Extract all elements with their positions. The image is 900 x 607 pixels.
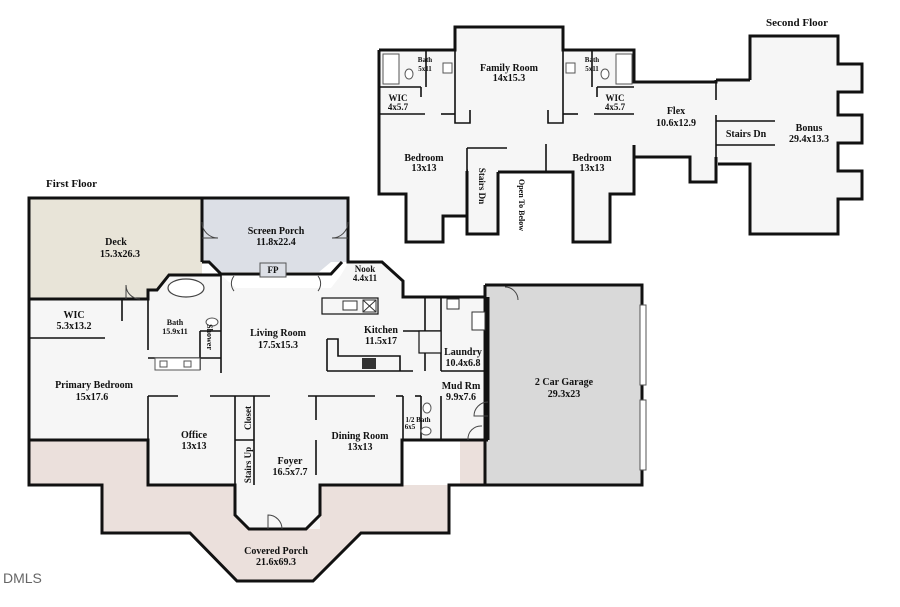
room-office-dims: 13x13 — [182, 441, 207, 452]
toilet-icon — [420, 426, 432, 436]
room-bonus-name: Bonus — [796, 123, 823, 134]
room-primary-bath-dims: 15.9x11 — [162, 327, 188, 336]
room-bath-left-dims: 5x11 — [418, 65, 432, 73]
bathtub-icon — [382, 53, 400, 85]
sink-icon — [159, 360, 168, 368]
open-to-below-label: Open To Below — [517, 179, 526, 231]
room-half-bath-name: 1/2 Bath — [405, 416, 430, 424]
door-icon[interactable] — [504, 286, 519, 301]
room-bedroom-right-name: Bedroom — [572, 153, 612, 164]
room-bath-left-name: Bath — [418, 56, 433, 64]
room-deck-dims: 15.3x26.3 — [100, 249, 140, 260]
second-floor-title: Second Floor — [766, 17, 828, 29]
fireplace-icon — [259, 262, 287, 278]
room-mud-room-dims: 9.9x7.6 — [446, 392, 476, 403]
room-nook-name: Nook — [355, 264, 376, 274]
room-screen-porch-name: Screen Porch — [248, 226, 305, 237]
screen-porch-area — [202, 198, 348, 272]
room-bath-right-dims: 5x11 — [585, 65, 599, 73]
room-flex-name: Flex — [667, 106, 685, 117]
room-screen-porch-dims: 11.8x22.4 — [256, 237, 295, 248]
room-garage-dims: 29.3x23 — [548, 389, 581, 400]
room-deck-name: Deck — [105, 237, 127, 248]
room-foyer-name: Foyer — [278, 456, 304, 467]
garage-area — [485, 285, 642, 485]
room-dining-room-dims: 13x13 — [348, 442, 373, 453]
room-covered-porch-name: Covered Porch — [244, 546, 308, 557]
sink-icon — [565, 62, 576, 74]
room-bonus-dims: 29.4x13.3 — [789, 134, 829, 145]
room-primary-bedroom-dims: 15x17.6 — [76, 392, 109, 403]
door-icon[interactable] — [331, 221, 349, 239]
washer-icon — [471, 311, 486, 331]
room-dining-room-name: Dining Room — [332, 431, 390, 442]
room-bedroom-right-dims: 13x13 — [580, 163, 605, 174]
door-icon[interactable] — [230, 275, 235, 292]
room-family-room-dims: 14x15.3 — [493, 73, 526, 84]
room-garage-name: 2 Car Garage — [535, 377, 594, 388]
room-bedroom-left-name: Bedroom — [404, 153, 444, 164]
first-floor-title: First Floor — [46, 178, 97, 190]
sink-icon — [442, 62, 453, 74]
door-icon[interactable] — [125, 284, 141, 300]
room-wic-left-dims: 4x5.7 — [388, 102, 409, 112]
garage-door-icon[interactable] — [639, 399, 647, 471]
room-foyer-dims: 16.5x7.7 — [273, 467, 308, 478]
bathtub-icon — [615, 53, 633, 85]
room-wic-name: WIC — [63, 310, 84, 321]
second-floor: Second Floor Family Room 14x15.3 Bath 5x… — [377, 17, 864, 244]
door-icon[interactable] — [473, 401, 489, 417]
room-covered-porch-dims: 21.6x69.3 — [256, 557, 296, 568]
room-primary-bath-name: Bath — [167, 318, 184, 327]
watermark-logo: DMLS — [3, 570, 42, 586]
door-icon[interactable] — [201, 221, 219, 239]
room-laundry-name: Laundry — [444, 347, 482, 358]
toilet-icon — [404, 68, 414, 80]
garage-door-icon[interactable] — [639, 304, 647, 386]
laundry-sink-icon — [446, 298, 460, 310]
door-icon[interactable] — [317, 275, 322, 292]
room-wic-dims: 5.3x13.2 — [57, 321, 92, 332]
stairs-down-right-label: Stairs Dn — [726, 129, 767, 140]
room-office-name: Office — [181, 430, 208, 441]
room-kitchen-name: Kitchen — [364, 325, 398, 336]
shower-label: Shower — [205, 324, 214, 350]
toilet-icon — [600, 68, 610, 80]
room-primary-bedroom-name: Primary Bedroom — [55, 380, 134, 391]
toilet-icon — [205, 317, 219, 327]
sink-icon — [342, 300, 358, 311]
room-nook-dims: 4.4x11 — [353, 273, 378, 283]
sink-icon — [422, 402, 432, 414]
fireplace-label: FP — [268, 265, 279, 275]
cooktop-icon — [362, 358, 376, 369]
room-living-room-name: Living Room — [250, 328, 307, 339]
room-mud-room-name: Mud Rm — [442, 381, 481, 392]
room-wic-right-name: WIC — [605, 93, 624, 103]
bathtub-icon — [167, 278, 205, 298]
room-family-room-name: Family Room — [480, 63, 539, 74]
room-flex-dims: 10.6x12.9 — [656, 118, 696, 129]
sink-icon — [183, 360, 192, 368]
stairs-up-label: Stairs Up — [243, 447, 253, 483]
front-door-icon[interactable] — [267, 514, 283, 530]
room-half-bath-dims: 6x5 — [405, 423, 416, 431]
room-wic-left-name: WIC — [388, 93, 407, 103]
room-laundry-dims: 10.4x6.8 — [446, 358, 481, 369]
room-living-room-dims: 17.5x15.3 — [258, 340, 298, 351]
fridge-icon — [418, 330, 442, 354]
first-floor: First Floor — [27, 178, 647, 583]
closet-label: Closet — [243, 406, 253, 430]
stairs-down-left-label: Stairs Dn — [477, 168, 487, 204]
room-kitchen-dims: 11.5x17 — [365, 336, 397, 347]
room-bedroom-left-dims: 13x13 — [412, 163, 437, 174]
room-bath-right-name: Bath — [585, 56, 600, 64]
door-icon[interactable] — [467, 425, 483, 441]
room-wic-right-dims: 4x5.7 — [605, 102, 626, 112]
